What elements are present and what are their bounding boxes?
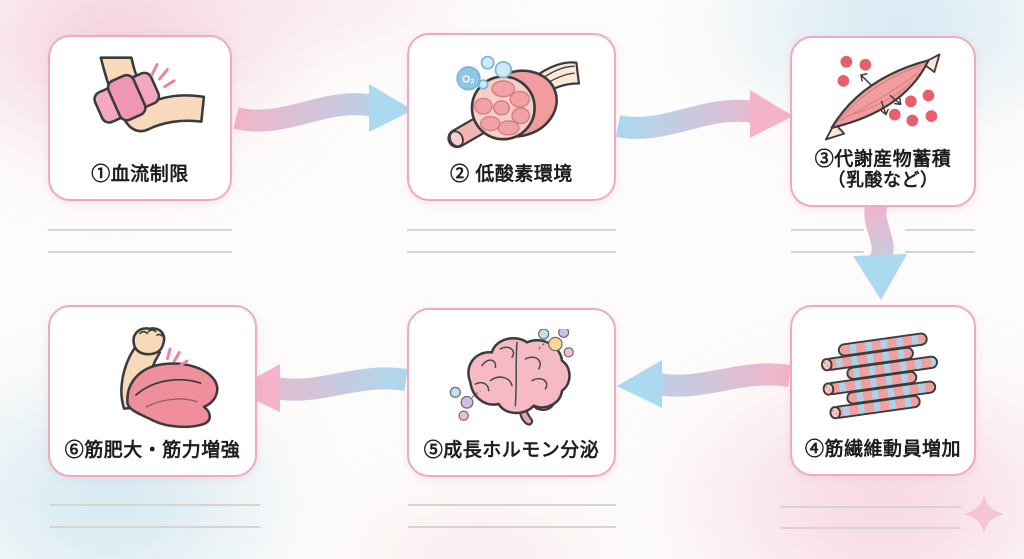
watercolor-wash-pink	[320, 479, 640, 559]
note-line	[791, 229, 864, 231]
step-card-3: ③代謝産物蓄積 （乳酸など）	[790, 36, 976, 207]
step-sublabel-3: （乳酸など）	[827, 170, 939, 191]
step-label-4: ④筋繊維動員増加	[804, 439, 961, 461]
step-card-4: ④筋繊維動員増加	[790, 305, 976, 476]
arrow-step1-to-step2	[233, 84, 413, 132]
step-label-2: ② 低酸素環境	[450, 164, 573, 186]
bicep-arm-icon	[58, 315, 247, 440]
note-line	[48, 251, 232, 253]
step-card-1: ①血流制限	[48, 35, 232, 201]
step-label-6: ⑥筋肥大・筋力増強	[64, 440, 241, 462]
note-line	[905, 229, 975, 231]
step-card-5: ⑤成長ホルモン分泌	[407, 308, 616, 477]
step-card-2: O₂ ② 低酸素環境	[407, 33, 616, 201]
muscle-fibers-icon	[800, 315, 966, 439]
note-line	[48, 229, 232, 231]
step-label-3: ③代謝産物蓄積	[814, 148, 952, 170]
note-line	[407, 229, 616, 231]
sparkle-icon	[964, 494, 1004, 534]
step-label-1: ①血流制限	[91, 164, 189, 186]
muscle-metabolites-icon	[800, 46, 966, 149]
brain-icon	[417, 318, 606, 440]
note-line	[50, 504, 260, 506]
muscle-cross-section-icon: O₂	[417, 43, 606, 164]
arrow-step2-to-step3	[615, 90, 793, 139]
arrow-step5-to-step6	[233, 364, 408, 412]
arrow-step4-to-step5	[617, 360, 792, 408]
note-line	[905, 251, 975, 253]
step-card-6: ⑥筋肥大・筋力増強	[48, 305, 257, 477]
step-label-5: ⑤成長ホルモン分泌	[423, 440, 600, 462]
note-line	[791, 251, 864, 253]
arm-cuff-icon	[58, 45, 222, 164]
note-line	[407, 251, 616, 253]
note-line	[781, 506, 961, 508]
oxygen-bubble-label: O₂	[462, 74, 475, 85]
arrow-step3-to-step4	[853, 195, 907, 300]
note-line	[408, 504, 616, 506]
note-line	[781, 527, 961, 529]
note-line	[50, 526, 260, 528]
note-line	[408, 526, 616, 528]
